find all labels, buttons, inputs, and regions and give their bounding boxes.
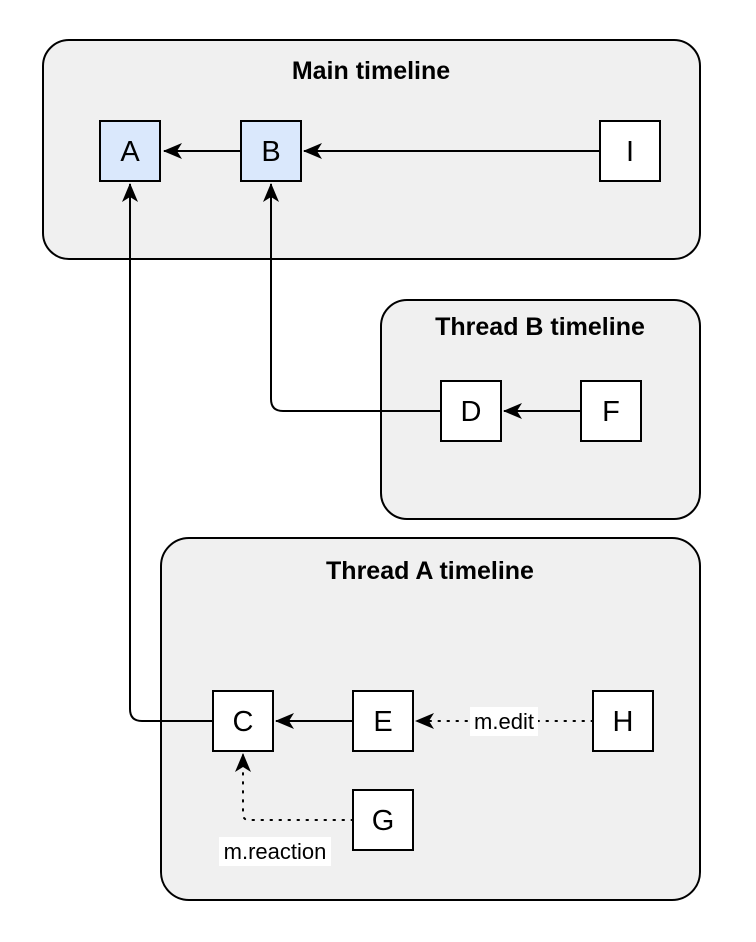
node-b: B [240, 120, 302, 182]
node-f-box [580, 380, 642, 442]
node-i-label: I [626, 136, 634, 168]
edge-label-m-edit-text: m.edit [474, 709, 534, 734]
edge-label-m-reaction: m.reaction [219, 837, 331, 866]
container-main-timeline-title: Main timeline [292, 57, 450, 85]
node-d: D [440, 380, 502, 442]
node-a-label: A [120, 136, 140, 168]
node-f: F [580, 380, 642, 442]
node-i: I [599, 120, 661, 182]
node-h-box [592, 690, 654, 752]
node-c-label: C [233, 706, 254, 738]
node-h-label: H [613, 706, 634, 738]
node-g-box [352, 789, 414, 851]
node-i-box [599, 120, 661, 182]
container-thread-a-timeline-title: Thread A timeline [326, 557, 534, 585]
edge-d-to-b [263, 183, 441, 412]
container-thread-b-timeline: Thread B timeline [380, 299, 701, 520]
node-b-label: B [261, 136, 280, 168]
node-c: C [212, 690, 274, 752]
node-h: H [592, 690, 654, 752]
edge-label-m-reaction-text: m.reaction [224, 839, 327, 864]
edge-label-m-reaction-bg [219, 837, 331, 866]
node-e: E [352, 690, 414, 752]
container-main-timeline: Main timeline [42, 39, 701, 260]
node-g: G [352, 789, 414, 851]
node-e-box [352, 690, 414, 752]
edge-label-m-edit: m.edit [470, 707, 538, 736]
node-a-box [99, 120, 161, 182]
node-f-label: F [602, 396, 620, 428]
container-thread-b-timeline-box [380, 299, 701, 520]
node-b-box [240, 120, 302, 182]
node-c-box [212, 690, 274, 752]
edge-g-to-c-dotted [235, 753, 354, 821]
edge-c-to-a [122, 183, 213, 722]
node-e-label: E [373, 706, 392, 738]
edge-label-m-edit-bg [470, 707, 538, 736]
container-main-timeline-box [42, 39, 701, 260]
node-a: A [99, 120, 161, 182]
node-d-label: D [461, 396, 482, 428]
node-d-box [440, 380, 502, 442]
container-thread-b-timeline-title: Thread B timeline [435, 313, 645, 341]
node-g-label: G [372, 805, 395, 837]
